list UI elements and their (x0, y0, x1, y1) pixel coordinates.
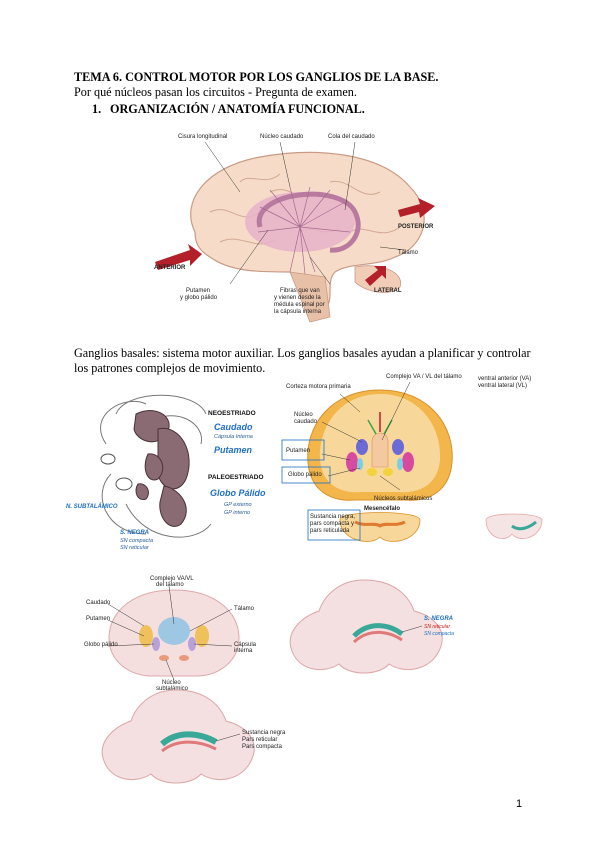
label-globo-palido: Globo pálido (84, 642, 118, 648)
label-paleoestriado: PALEOESTRIADO (208, 474, 264, 481)
label-fibras-4: la cápsula interna (274, 309, 322, 315)
document-title: TEMA 6. CONTROL MOTOR POR LOS GANGLIOS D… (74, 70, 439, 84)
label-neoestriado: NEOESTRIADO (208, 410, 256, 417)
label-capsula-interna: Cápsula Interna (214, 434, 253, 440)
section-number: 1. (92, 102, 102, 116)
label-pars-reticulada: pars reticulada (310, 528, 350, 534)
label-putamen: Putamen (186, 288, 211, 294)
label-caudado: Caudado (86, 600, 111, 606)
label-globo-palido-blue: Globo Pálido (210, 488, 266, 498)
label-pars-reticular: Pars reticular (242, 737, 278, 743)
label-del-talamo: del tálamo (156, 582, 184, 588)
label-lateral: LATERAL (374, 288, 402, 294)
paragraph-line-2: los patrones complejos de movimiento. (74, 361, 266, 375)
midbrain-section-figure: S. NEGRA SN reticular SN compacta (284, 576, 464, 680)
label-sn-compacta: SN compacta (424, 631, 455, 637)
coronal-pink-illustration (107, 585, 240, 681)
coronal-section-illustration (280, 372, 543, 552)
midbrain-illustration (289, 579, 443, 674)
brain-anatomy-figure: Cisura longitudinal Núcleo caudado Cola … (150, 132, 450, 326)
coronal-section-figure: Corteza motora primaria Complejo VA / VL… (280, 372, 550, 552)
label-nucleos-subtalamicos: Núcleos subtalámicos (374, 496, 433, 502)
label-sn-reticular: SN reticular (120, 545, 149, 551)
label-complejo-va-vl: Complejo VA/VL (150, 576, 194, 582)
label-gp-externo: GP externo (224, 502, 252, 508)
label-caudado: Núcleo caudado (260, 134, 304, 140)
posterior-arrow-icon (398, 198, 435, 218)
label-sn-compacta: SN compacta (120, 538, 154, 544)
label-globo-palido: y globo pálido (180, 295, 218, 301)
label-anterior: ANTERIOR (154, 265, 186, 271)
label-putamen: Putamen (286, 448, 311, 454)
label-talamo: Tálamo (234, 606, 255, 612)
lateral-arrow-icon (365, 266, 386, 286)
label-posterior: POSTERIOR (398, 224, 434, 230)
midbrain-bottom-illustration (101, 689, 255, 784)
label-fibras-2: y vienen desde la (274, 295, 321, 301)
label-sustancia-negra: Sustancia negra (242, 730, 286, 736)
label-nucleo: Núcleo (294, 412, 313, 418)
label-ventral-lateral: ventral lateral (VL) (478, 383, 528, 389)
label-sustancia-negra: Sustancia negra, (310, 514, 356, 520)
label-putamen-blue: Putamen (214, 445, 253, 455)
label-fibras-1: Fibras que van (280, 288, 320, 294)
label-caudado-blue: Caudado (214, 422, 253, 432)
label-mesencefalo: Mesencéfalo (364, 506, 401, 512)
paragraph-line-1: Ganglios basales: sistema motor auxiliar… (74, 346, 531, 360)
label-pars-compacta: pars compacta y (310, 521, 355, 527)
label-n-subtalamico: N. SUBTALÁMICO (66, 504, 118, 510)
label-globo-palido: Globo pálido (288, 472, 322, 478)
label-caudado: caudado (294, 419, 318, 425)
section-title: ORGANIZACIÓN / ANATOMÍA FUNCIONAL. (110, 102, 365, 116)
label-complejo-va-vl: Complejo VA / VL del tálamo (386, 374, 462, 380)
midbrain-bottom-figure: Sustancia negra Pars reticular Pars comp… (96, 686, 306, 786)
label-sn-reticular: SN reticular (424, 624, 451, 630)
label-fibras-3: médula espinal por (274, 302, 325, 308)
label-putamen: Putamen (86, 616, 111, 622)
label-nucleo: Núcleo (162, 680, 181, 686)
label-cisura: Cisura longitudinal (178, 134, 228, 140)
label-interna: interna (234, 648, 253, 654)
label-ventral-anterior: ventral anterior (VA) (478, 376, 532, 382)
label-corteza-motora: Corteza motora primaria (286, 384, 351, 390)
basal-ganglia-circuit-figure: NEOESTRIADO Caudado Cápsula Interna Puta… (86, 384, 276, 554)
anterior-arrow-icon (155, 244, 202, 270)
label-pars-compacta: Pars compacta (242, 744, 283, 750)
label-subtalamico: subtalámico (156, 686, 189, 692)
document-subtitle: Por qué núcleos pasan los circuitos - Pr… (74, 85, 357, 99)
label-cola-caudado: Cola del caudado (328, 134, 375, 140)
label-gp-interno: GP interno (224, 510, 251, 516)
page-number: 1 (516, 798, 523, 810)
circuit-diagram-illustration (100, 394, 212, 538)
label-s-negra: S. NEGRA (120, 530, 150, 536)
label-s-negra: S. NEGRA (424, 616, 454, 622)
brain-anatomy-illustration (155, 141, 435, 323)
label-talamo: Tálamo (398, 250, 419, 256)
coronal-pink-figure: Complejo VA/VL del tálamo Caudado Putame… (84, 576, 264, 694)
label-capsula: Cápsula (234, 642, 257, 648)
